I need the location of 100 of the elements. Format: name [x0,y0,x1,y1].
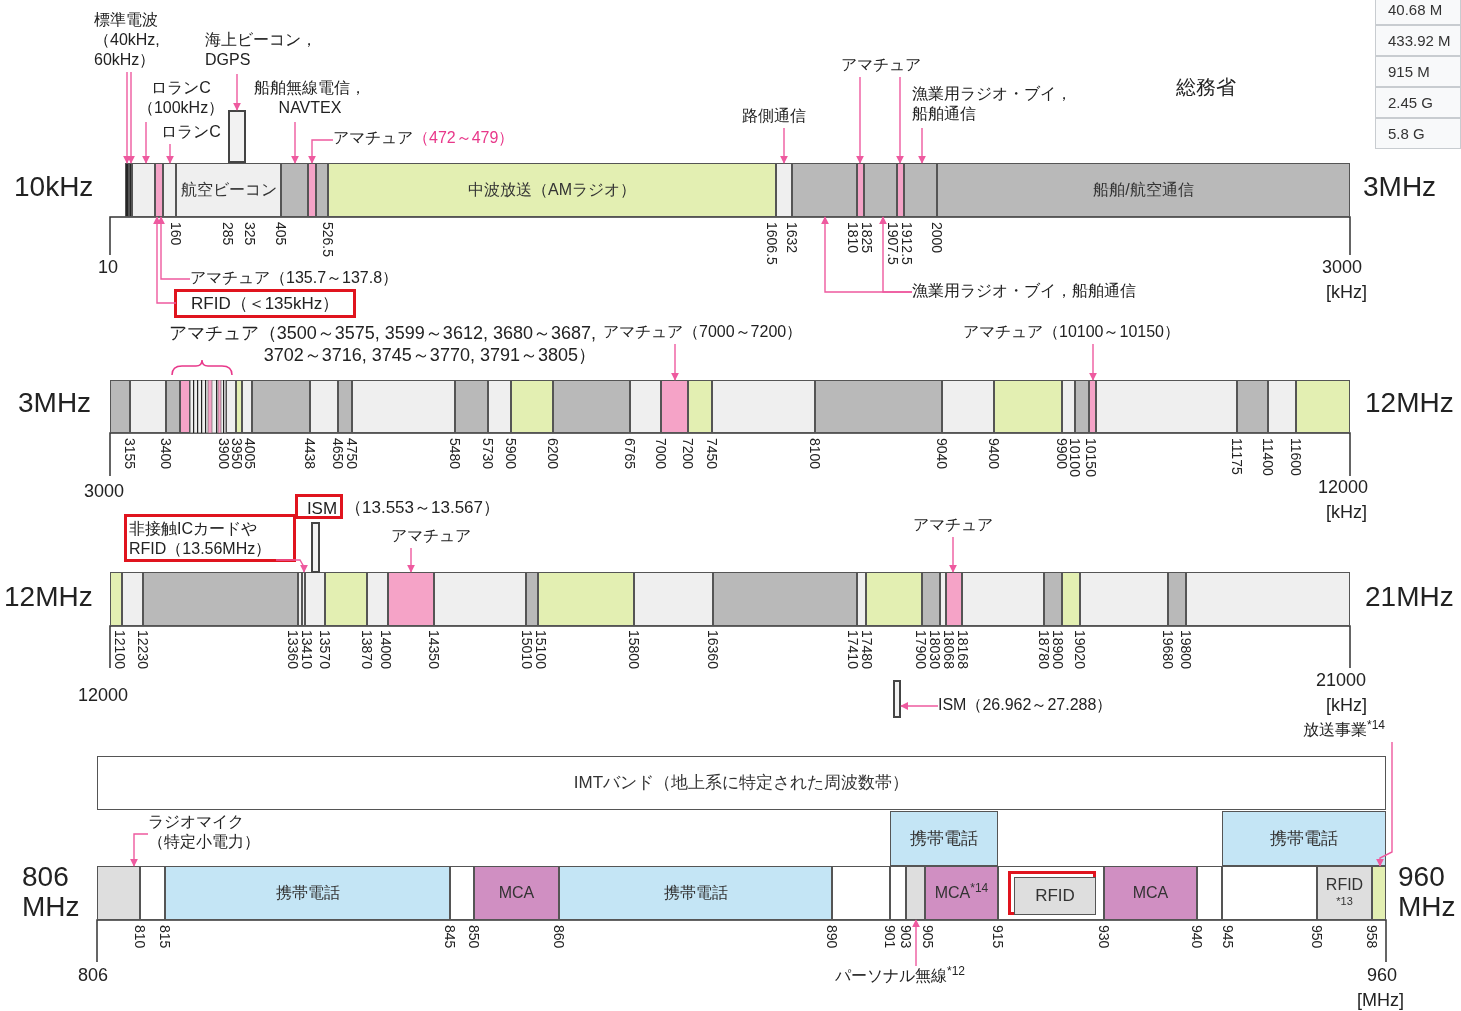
table-cell: 2.45 G [1375,87,1461,118]
tick-label: 14000 [379,630,393,669]
tick-label: 325 [243,222,257,246]
arrow [166,143,174,164]
arrow [900,702,939,710]
tick-label: 9040 [935,438,949,470]
highlight-frame [124,514,296,562]
tick-label: 12230 [136,630,150,669]
tick-label: 16360 [706,630,720,669]
tick-label: 5480 [448,438,462,470]
tick-label: 18030 [928,630,942,669]
tick-label: 17480 [860,630,874,669]
callout-label: アマチュア [908,515,998,537]
tick-label: 958 [1365,925,1379,949]
axis-value-label: 806 [78,964,109,986]
band-segment [129,163,132,217]
tick-label: 15100 [534,630,548,669]
scale-end-label: 3MHz [1363,172,1437,202]
callout-label: 漁業用ラジオ・ブイ，船舶通信 [912,84,1087,128]
tick-label: 11400 [1261,438,1275,476]
tick-label: 1606.5 [765,222,779,265]
tick-label: 1632 [785,222,799,254]
axis-value-label: 10 [98,256,119,278]
arrow [671,343,679,381]
band-segment: 航空ビーコン [176,163,281,217]
callout-label: 海上ビーコン，DGPS [205,30,330,74]
tick-label: 3155 [123,438,137,470]
band-segment: RFID *13 [1317,866,1372,920]
tick-label: 13410 [300,630,314,669]
callout-label: アマチュア（10100～10150） [963,322,1213,344]
tick-label: 17900 [914,630,928,669]
callout-label: 標準電波（40kHz, 60kHz） [94,10,184,72]
band-segment [132,163,155,217]
band-segment: MCA$^{*14}$ [925,866,998,920]
band-segment [155,163,163,217]
band-segment: 中波放送（AMラジオ） [328,163,776,217]
callout-label: パーソナル無線$^{*12}$ [835,966,1007,990]
table-cell: 433.92 M [1375,25,1461,56]
tick-label: 5730 [481,438,495,470]
tick-label: 18900 [1051,630,1065,669]
band-segment [125,163,129,217]
tick-label: 4750 [345,438,359,470]
tick-label: 405 [274,222,288,246]
arrow [918,127,926,164]
axis-value-label: 3000 [1322,256,1363,278]
tick-label: 930 [1097,925,1111,949]
table-cell: 915 M [1375,56,1461,87]
tick-label: 9400 [987,438,1001,470]
tick-label: 12100 [113,630,127,669]
band-segment [906,866,925,920]
tick-label: 13870 [360,630,374,669]
band-box: 携帯電話 [1222,811,1386,866]
axis-value-label: 21000 [1316,669,1367,691]
band-segment [281,163,308,217]
callout-label: アマチュア（135.7～137.8） [190,268,435,290]
scale-end-label: 806 MHz [22,862,81,922]
tick-label: 11175 [1230,438,1244,475]
tick-label: 903 [899,925,913,949]
arrow [896,76,904,164]
tick-label: 11600 [1289,438,1303,476]
tick-label: 890 [825,925,839,949]
tick-label: 14350 [427,630,441,669]
tick-label: 4438 [303,438,317,470]
band-segment [308,163,316,217]
tick-label: 10100 [1068,438,1082,477]
table-cell: 5.8 G [1375,118,1461,149]
tick-label: 815 [158,925,172,949]
band-marker [228,110,246,163]
tick-label: 1907.5 [886,222,900,265]
unit-label: [kHz] [1326,501,1367,523]
arrow [130,833,149,867]
tick-label: 8100 [808,438,822,470]
callout-label: 船舶無線電信，NAVTEX [245,78,375,122]
scale-end-label: 12MHz [1365,388,1454,418]
arrow [275,559,308,573]
tick-label: 13360 [286,630,300,669]
callout-label: ISM（26.962～27.288） [938,695,1150,717]
tick-label: 160 [169,222,183,246]
arrow [1089,343,1097,381]
scale-end-label: 960 MHz [1398,862,1457,922]
tick-label: 905 [921,925,935,949]
callout-label: RFID（＜135kHz） [179,294,357,319]
unit-label: [kHz] [1326,281,1367,303]
band-segment: 船舶/航空通信 [937,163,1350,217]
arrow [153,216,177,304]
tick-label: 915 [991,925,1005,949]
tick-label: 19800 [1179,630,1193,669]
tick-label: 1810 [846,222,860,254]
band-box: RFID [1014,877,1096,915]
callout-label: アマチュア（7000～7200） [603,322,825,344]
band-segment [97,866,140,920]
callout-label: 非接触ICカードやRFID（13.56MHz） [129,519,279,563]
band-segment [388,572,434,626]
note-text: 総務省 [1176,76,1236,98]
arrow [308,139,334,164]
tick-label: 5900 [504,438,518,470]
callout-label: 漁業用ラジオ・ブイ，船舶通信 [912,281,1177,303]
band-segment: MCA [474,866,559,920]
callout-label: 路側通信 [742,106,826,128]
tick-label: 7200 [681,438,695,470]
